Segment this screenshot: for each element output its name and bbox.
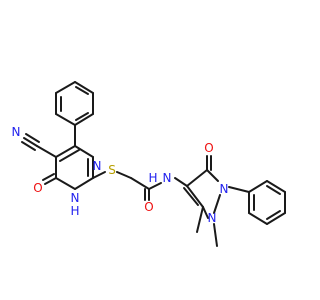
- pyrazole-nitrogen-1-label: N: [220, 182, 229, 196]
- cyano-group: [21, 133, 57, 158]
- structure-drawing: N O N H N S O N H O N N: [12, 81, 286, 247]
- ring-nh-nitrogen-label: N: [71, 191, 80, 205]
- pyrimidinone-oxygen-label: O: [33, 181, 42, 195]
- ring-nh-hydrogen-label: H: [70, 204, 79, 218]
- pyrazole-nitrogen-2-label: N: [208, 211, 217, 225]
- thioether-sulfur-label: S: [108, 163, 116, 177]
- ring-nitrogen-upper-label: N: [93, 159, 102, 173]
- methyl-groups: [196, 206, 218, 247]
- amide-hydrogen-label: H: [148, 171, 157, 185]
- amide-oxygen-label: O: [144, 200, 153, 214]
- phenyl-ring-top: [55, 81, 94, 126]
- phenyl-ring-right: [228, 180, 286, 225]
- pyrimidinone-ring: [55, 124, 94, 190]
- pyrazolone-oxygen-label: O: [204, 141, 213, 155]
- amide-nitrogen-label: N: [163, 171, 172, 185]
- molecule-diagram: N O N H N S O N H O N N: [12, 81, 286, 247]
- pyrazolone-ring: [183, 155, 221, 219]
- thioacetamide-linker: [92, 171, 188, 201]
- cyano-nitrogen-label: N: [12, 125, 21, 139]
- pyrimidinone-carbonyl: [42, 173, 57, 185]
- atom-labels: N O N H N S O N H O N N: [12, 125, 229, 225]
